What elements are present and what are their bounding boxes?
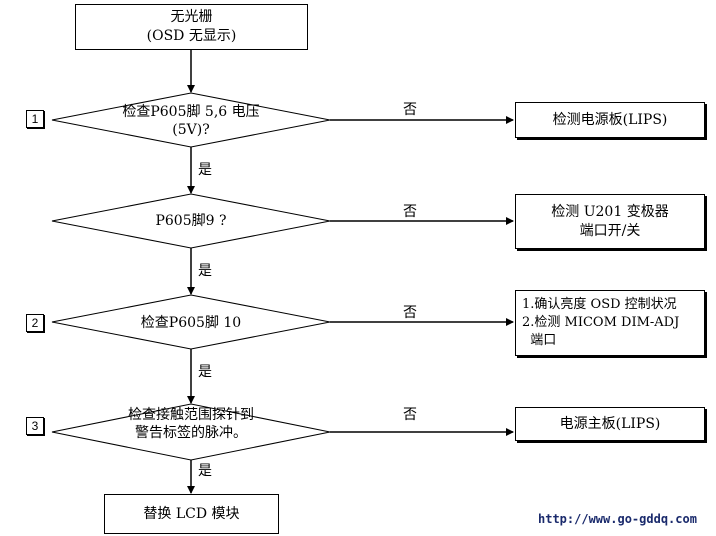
start-box: 无光栅 (OSD 无显示) xyxy=(75,4,308,50)
action-2-line1: 检测 U201 变极器 xyxy=(551,203,669,220)
decision-1-text: 检查P605脚 5,6 电压 (5V)? xyxy=(101,103,281,139)
action-box-4: 电源主板(LIPS) xyxy=(515,407,705,441)
step-number-3: 3 xyxy=(26,417,44,435)
decision-4-line2: 警告标签的脉冲。 xyxy=(135,425,247,441)
step-number-2: 2 xyxy=(26,314,44,332)
decision-1-line1: 检查P605脚 5,6 电压 xyxy=(122,104,260,120)
end-label: 替换 LCD 模块 xyxy=(143,505,240,522)
start-line1: 无光栅 xyxy=(170,9,213,25)
yes-label-2: 是 xyxy=(198,263,212,279)
no-label-2: 否 xyxy=(403,204,417,220)
end-box: 替换 LCD 模块 xyxy=(104,494,279,534)
action-box-3: 1.确认亮度 OSD 控制状况 2.检测 MICOM DIM-ADJ 端口 xyxy=(515,290,705,356)
yes-label-3: 是 xyxy=(198,364,212,380)
watermark-url: http://www.go-gddq.com xyxy=(538,512,697,526)
start-line2: (OSD 无显示) xyxy=(146,28,237,44)
action-box-1: 检测电源板(LIPS) xyxy=(515,102,705,138)
action-1-line1: 检测电源板(LIPS) xyxy=(552,111,668,128)
decision-1-line2: (5V)? xyxy=(172,122,210,138)
action-2-line2: 端口开/关 xyxy=(579,222,641,239)
action-3-line2: 2.检测 MICOM DIM-ADJ xyxy=(522,315,680,330)
step-number-1: 1 xyxy=(26,110,44,128)
decision-2-line1: P605脚9 ? xyxy=(155,213,227,229)
decision-3-line1: 检查P605脚 10 xyxy=(140,315,242,331)
decision-4-line1: 检查接触范围探针到 xyxy=(128,407,254,423)
action-3-line1: 1.确认亮度 OSD 控制状况 xyxy=(522,297,677,312)
no-label-4: 否 xyxy=(403,407,417,423)
action-box-2: 检测 U201 变极器 端口开/关 xyxy=(515,194,705,249)
action-3-line3: 端口 xyxy=(522,333,557,348)
no-label-3: 否 xyxy=(403,305,417,321)
decision-3-text: 检查P605脚 10 xyxy=(101,314,281,332)
yes-label-1: 是 xyxy=(198,162,212,178)
decision-4-text: 检查接触范围探针到 警告标签的脉冲。 xyxy=(101,406,281,442)
decision-2-text: P605脚9 ? xyxy=(101,212,281,230)
no-label-1: 否 xyxy=(403,102,417,118)
yes-label-4: 是 xyxy=(198,463,212,479)
action-4-line1: 电源主板(LIPS) xyxy=(559,415,661,432)
